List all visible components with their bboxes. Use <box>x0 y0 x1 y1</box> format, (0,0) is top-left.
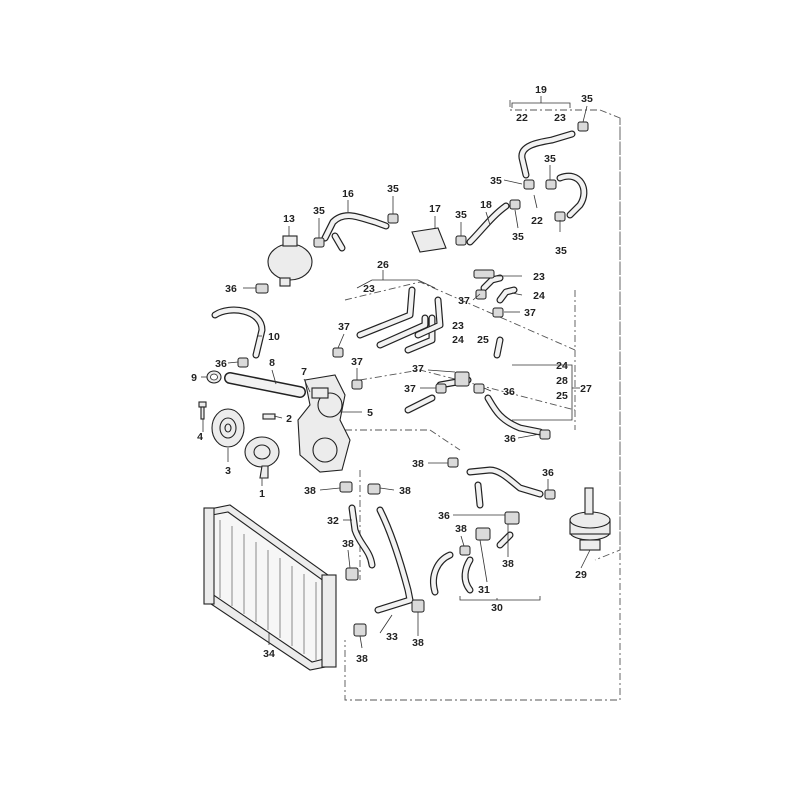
callout-33: 33 <box>386 631 398 643</box>
callout-36-f: 36 <box>438 510 450 522</box>
callout-38-b: 38 <box>455 523 467 535</box>
callout-16: 16 <box>342 188 354 200</box>
callout-35-a: 35 <box>313 205 325 217</box>
callout-25-b: 25 <box>556 390 568 402</box>
callout-27: 27 <box>580 383 592 395</box>
callout-35-g: 35 <box>512 231 524 243</box>
callout-24-c: 24 <box>556 360 568 372</box>
callout-23-c: 23 <box>452 320 464 332</box>
callout-30: 30 <box>491 602 503 614</box>
connector-block <box>411 227 447 253</box>
callout-25: 25 <box>477 334 489 346</box>
callout-38-g: 38 <box>412 637 424 649</box>
callout-38-h: 38 <box>356 653 368 665</box>
callout-35-c: 35 <box>455 209 467 221</box>
callout-36-d: 36 <box>504 433 516 445</box>
callout-18: 18 <box>480 199 492 211</box>
pump-body <box>244 436 280 479</box>
callout-29: 29 <box>575 569 587 581</box>
expansion-tank <box>267 235 313 287</box>
callout-24-a: 24 <box>452 334 464 346</box>
coolant-pipe <box>224 372 306 398</box>
callout-19: 19 <box>535 84 547 96</box>
callout-36-a: 36 <box>225 283 237 295</box>
callout-34: 34 <box>263 648 275 660</box>
callout-31: 31 <box>478 584 490 596</box>
callout-37-b: 37 <box>524 307 536 319</box>
callout-13: 13 <box>283 213 295 225</box>
callout-7: 7 <box>301 366 307 378</box>
callout-9: 9 <box>191 372 197 384</box>
callout-35-e: 35 <box>544 153 556 165</box>
callout-35-h: 35 <box>555 245 567 257</box>
callout-32: 32 <box>327 515 339 527</box>
callout-5: 5 <box>367 407 373 419</box>
callout-37-d: 37 <box>351 356 363 368</box>
callout-38-f: 38 <box>342 538 354 550</box>
callout-37-a: 37 <box>458 295 470 307</box>
oil-cooler <box>569 487 611 551</box>
callout-35-b: 35 <box>387 183 399 195</box>
callout-17: 17 <box>429 203 441 215</box>
bolt <box>198 401 276 420</box>
callout-23-a: 23 <box>554 112 566 124</box>
callout-23-b: 23 <box>363 283 375 295</box>
callout-38-a: 38 <box>412 458 424 470</box>
callout-37-f: 37 <box>404 383 416 395</box>
callout-10: 10 <box>268 331 280 343</box>
radiator <box>203 504 337 671</box>
callout-labels: 13 35 16 35 17 35 18 19 22 23 35 35 35 2… <box>191 84 593 665</box>
callout-2: 2 <box>286 413 292 425</box>
callout-23-d: 23 <box>533 271 545 283</box>
callout-35-d: 35 <box>581 93 593 105</box>
callout-28: 28 <box>556 375 568 387</box>
outline-frame <box>344 100 621 701</box>
callout-36-b: 36 <box>215 358 227 370</box>
callout-38-c: 38 <box>502 558 514 570</box>
callout-36-c: 36 <box>503 386 515 398</box>
callout-22-a: 22 <box>516 112 528 124</box>
callout-1: 1 <box>259 488 265 500</box>
callout-24-b: 24 <box>533 290 545 302</box>
callout-38-d: 38 <box>304 485 316 497</box>
callout-26: 26 <box>377 259 389 271</box>
callout-3: 3 <box>225 465 231 477</box>
callout-4: 4 <box>197 431 203 443</box>
callout-36-e: 36 <box>542 467 554 479</box>
callout-37-c: 37 <box>338 321 350 333</box>
callout-22-b: 22 <box>531 215 543 227</box>
callout-8: 8 <box>269 357 275 369</box>
water-pump-housing <box>297 374 351 473</box>
callout-38-e: 38 <box>399 485 411 497</box>
hoses <box>211 130 588 614</box>
callout-35-f: 35 <box>490 175 502 187</box>
leader-lines <box>201 96 591 649</box>
callout-37-e: 37 <box>412 363 424 375</box>
pulley <box>211 408 245 448</box>
